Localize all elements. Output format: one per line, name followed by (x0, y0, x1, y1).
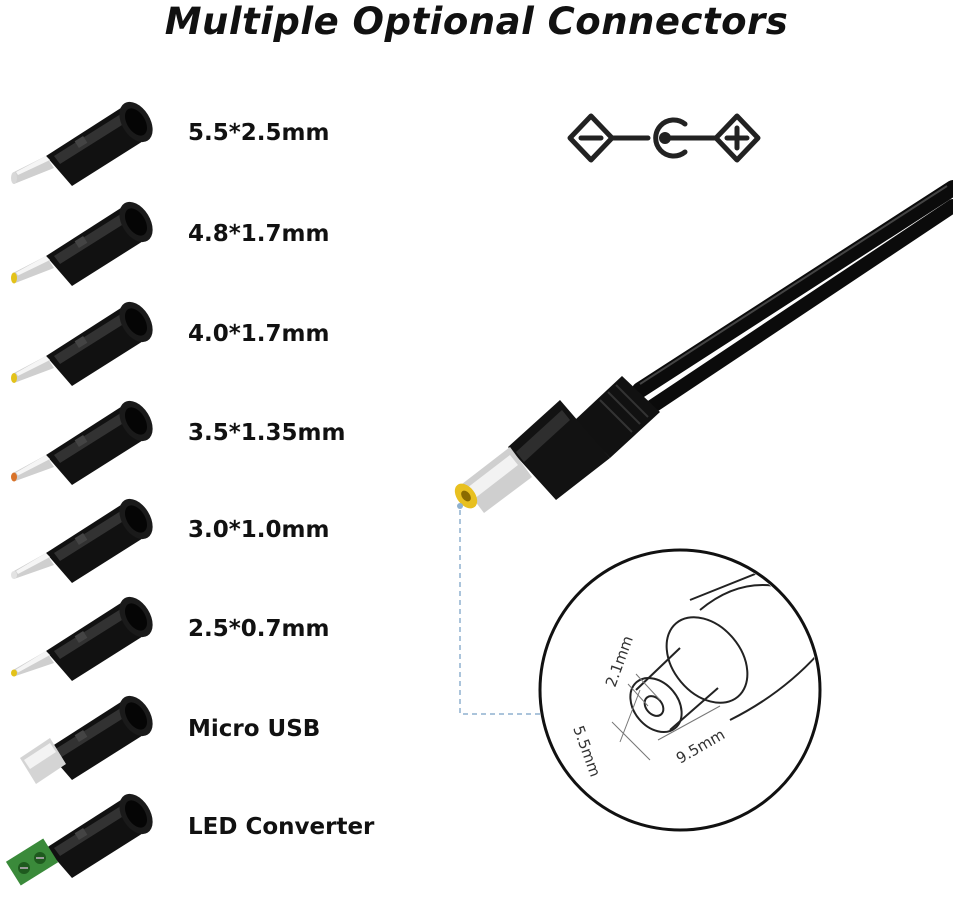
dim-outer-label: 5.5mm (569, 723, 604, 779)
barrel-tip-adapter-icon (6, 286, 158, 386)
led-terminal-adapter-icon (6, 778, 158, 886)
connector-label: 3.0*1.0mm (188, 517, 330, 543)
connector-label: LED Converter (188, 814, 375, 840)
positive-diamond (713, 113, 761, 163)
connector-label: 4.0*1.7mm (188, 321, 330, 347)
barrel-tip-adapter-icon (6, 86, 158, 186)
dim-length-label: 9.5mm (673, 725, 728, 767)
plug-detail-circle: 2.1mm 5.5mm 9.5mm (538, 548, 822, 832)
page-title: Multiple Optional Connectors (164, 0, 789, 43)
negative-diamond (567, 113, 615, 163)
connector-label: 5.5*2.5mm (188, 120, 330, 146)
center-pin-ring (653, 117, 688, 159)
polarity-center-positive-icon (567, 113, 761, 163)
dc-plug (454, 376, 660, 513)
barrel-tip-adapter-icon (6, 581, 158, 681)
connector-label: 3.5*1.35mm (188, 420, 346, 446)
barrel-tip-adapter-icon (6, 186, 158, 286)
dim-inner-label: 2.1mm (602, 633, 637, 689)
micro-usb-adapter-icon (6, 680, 158, 784)
barrel-tip-adapter-icon (6, 385, 158, 485)
barrel-tip-adapter-icon (6, 483, 158, 583)
cable (632, 180, 953, 415)
connector-label: 4.8*1.7mm (188, 221, 330, 247)
connector-label: 2.5*0.7mm (188, 616, 330, 642)
guide-line (457, 503, 548, 715)
connector-label: Micro USB (188, 716, 321, 742)
